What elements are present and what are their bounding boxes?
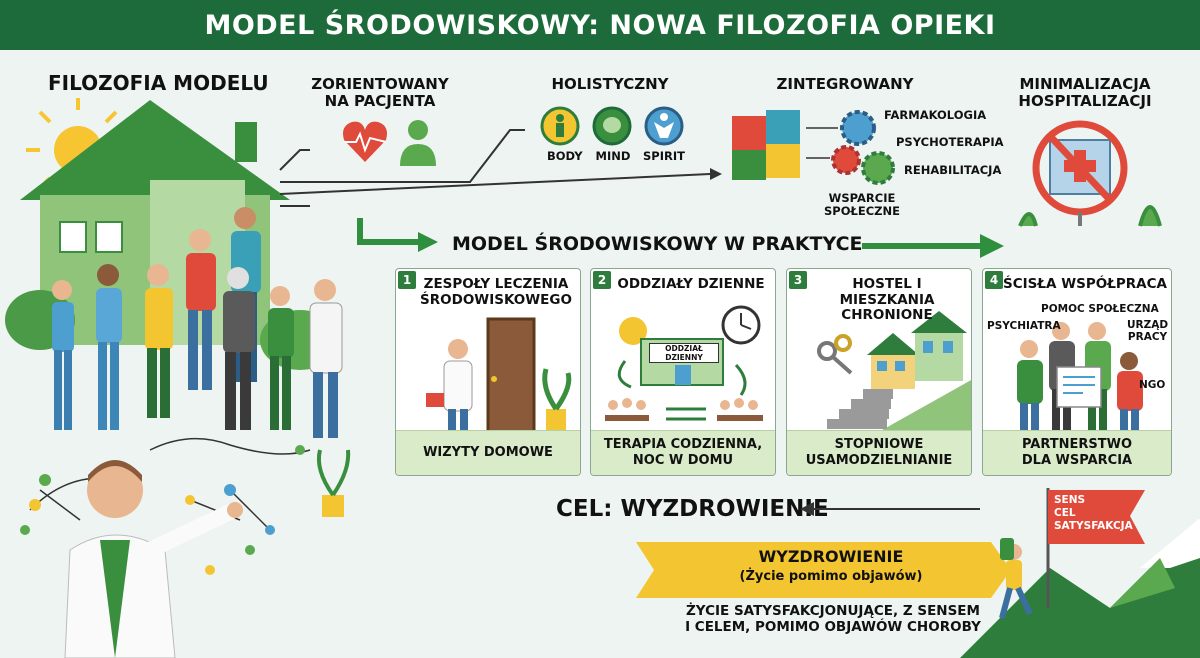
card-title: ŚCISŁA WSPÓŁPRACA xyxy=(1003,276,1167,292)
body-label: BODY xyxy=(547,149,583,163)
plant-icon xyxy=(316,449,351,517)
goal-arrow xyxy=(800,502,980,516)
mountain-illustration xyxy=(960,488,1200,658)
label-job-office: URZĄD PRACY xyxy=(1127,319,1169,343)
banner-title: WYZDROWIENIE xyxy=(758,547,904,566)
card-footer: TERAPIA CODZIENNA, NOC W DOMU xyxy=(591,430,775,475)
people-group xyxy=(52,207,343,438)
philosophy-heading: FILOZOFIA MODELU xyxy=(48,71,269,95)
apartment-building xyxy=(911,311,967,381)
group-table-right xyxy=(717,398,763,421)
doctor-figure xyxy=(64,460,243,658)
person-icon xyxy=(400,120,436,166)
card-number: 4 xyxy=(985,271,1003,289)
psychiatrist-figure xyxy=(1017,340,1043,433)
label-ngo: NGO xyxy=(1139,379,1166,391)
hostel-building xyxy=(867,333,919,389)
network-lines xyxy=(29,437,311,531)
card-title: ODDZIAŁY DZIENNE xyxy=(617,276,765,292)
integrated-icons xyxy=(732,110,895,185)
practice-arrow xyxy=(862,234,1004,258)
document-icon xyxy=(1056,366,1102,408)
practice-card-4: 4 ŚCISŁA WSPÓŁPRACA POMOC SPOŁECZNA PSYC… xyxy=(982,268,1172,476)
integrated-item-psychotherapy: PSYCHOTERAPIA xyxy=(896,135,1004,149)
card-number: 2 xyxy=(593,271,611,289)
holistic-heading: HOLISTYCZNY xyxy=(551,75,669,93)
practice-card-1: 1 ZESPOŁY LECZENIA ŚRODOWISKOWEGO WIZYTY… xyxy=(395,268,581,476)
recovery-banner xyxy=(636,542,1011,598)
integrated-heading: ZINTEGROWANY xyxy=(776,75,914,93)
title-bar: MODEL ŚRODOWISKOWY: NOWA FILOZOFIA OPIEK… xyxy=(0,0,1200,50)
gears-icon xyxy=(831,110,895,185)
patient-centered-icons xyxy=(343,120,436,166)
left-illustration xyxy=(5,98,351,658)
integrated-support-label: WSPARCIE SPOŁECZNE xyxy=(824,191,900,219)
flag-icon xyxy=(1048,490,1145,544)
stairs-icon xyxy=(827,389,893,429)
card-footer: PARTNERSTWO DLA WSPARCIA xyxy=(983,430,1171,475)
keys-icon xyxy=(817,334,853,375)
no-hospital-icon xyxy=(1018,120,1162,227)
goal-description: ŻYCIE SATYSFAKCJONUJĄCE, Z SENSEM I CELE… xyxy=(685,603,981,635)
medical-bag-icon xyxy=(426,393,444,407)
spirit-icon xyxy=(644,106,684,146)
practice-card-2: ODDZIAŁ DZIENNY 2 ODDZIAŁY DZIENNE TERAP… xyxy=(590,268,776,476)
potted-plant-icon xyxy=(542,368,572,431)
network-nodes xyxy=(20,445,305,575)
card-title: ZESPOŁY LECZENIA ŚRODOWISKOWEGO xyxy=(420,276,572,308)
holistic-icons xyxy=(540,106,684,146)
integrated-item-rehabilitation: REHABILITACJA xyxy=(904,163,1002,177)
patient-centered-label: ZORIENTOWANY NA PACJENTA xyxy=(311,75,449,111)
page-title: MODEL ŚRODOWISKOWY: NOWA FILOZOFIA OPIEK… xyxy=(204,9,996,41)
spirit-label: SPIRIT xyxy=(643,149,685,163)
flag-text-1: SENS xyxy=(1054,494,1086,506)
label-psychiatrist: PSYCHIATRA xyxy=(987,320,1061,332)
nurse-figure xyxy=(443,339,473,435)
flag-text-2: CEL xyxy=(1054,507,1076,519)
integrated-item-pharmacology: FARMAKOLOGIA xyxy=(884,108,987,122)
practice-card-3: 3 HOSTEL I MIESZKANIA CHRONIONE STOPNIOW… xyxy=(786,268,972,476)
minimization-heading: MINIMALIZACJA HOSPITALIZACJI xyxy=(1018,75,1152,111)
flag-text-3: SATYSFAKCJA xyxy=(1054,520,1133,532)
banner-subtitle: (Życie pomimo objawów) xyxy=(739,569,923,584)
mind-icon xyxy=(592,106,632,146)
body-icon xyxy=(540,106,580,146)
day-ward-sign: ODDZIAŁ DZIENNY xyxy=(649,343,719,363)
practice-heading: MODEL ŚRODOWISKOWY W PRAKTYCE xyxy=(452,233,863,255)
card-title: HOSTEL I MIESZKANIA CHRONIONE xyxy=(839,276,935,324)
label-social-help: POMOC SPOŁECZNA xyxy=(1041,303,1159,315)
mind-label: MIND xyxy=(595,149,631,163)
connector-arrows xyxy=(279,129,722,252)
card-number: 3 xyxy=(789,271,807,289)
climber-figure xyxy=(999,538,1033,619)
puzzle-icon xyxy=(732,110,800,180)
card-footer: STOPNIOWE USAMODZIELNIANIE xyxy=(787,430,971,475)
card-footer: WIZYTY DOMOWE xyxy=(396,430,580,475)
goal-heading: CEL: WYZDROWIENIE xyxy=(556,496,829,522)
heart-icon xyxy=(343,121,387,162)
group-table-left xyxy=(605,398,649,421)
card-number: 1 xyxy=(398,271,416,289)
ngo-figure xyxy=(1117,352,1143,433)
clock-icon xyxy=(721,305,761,345)
